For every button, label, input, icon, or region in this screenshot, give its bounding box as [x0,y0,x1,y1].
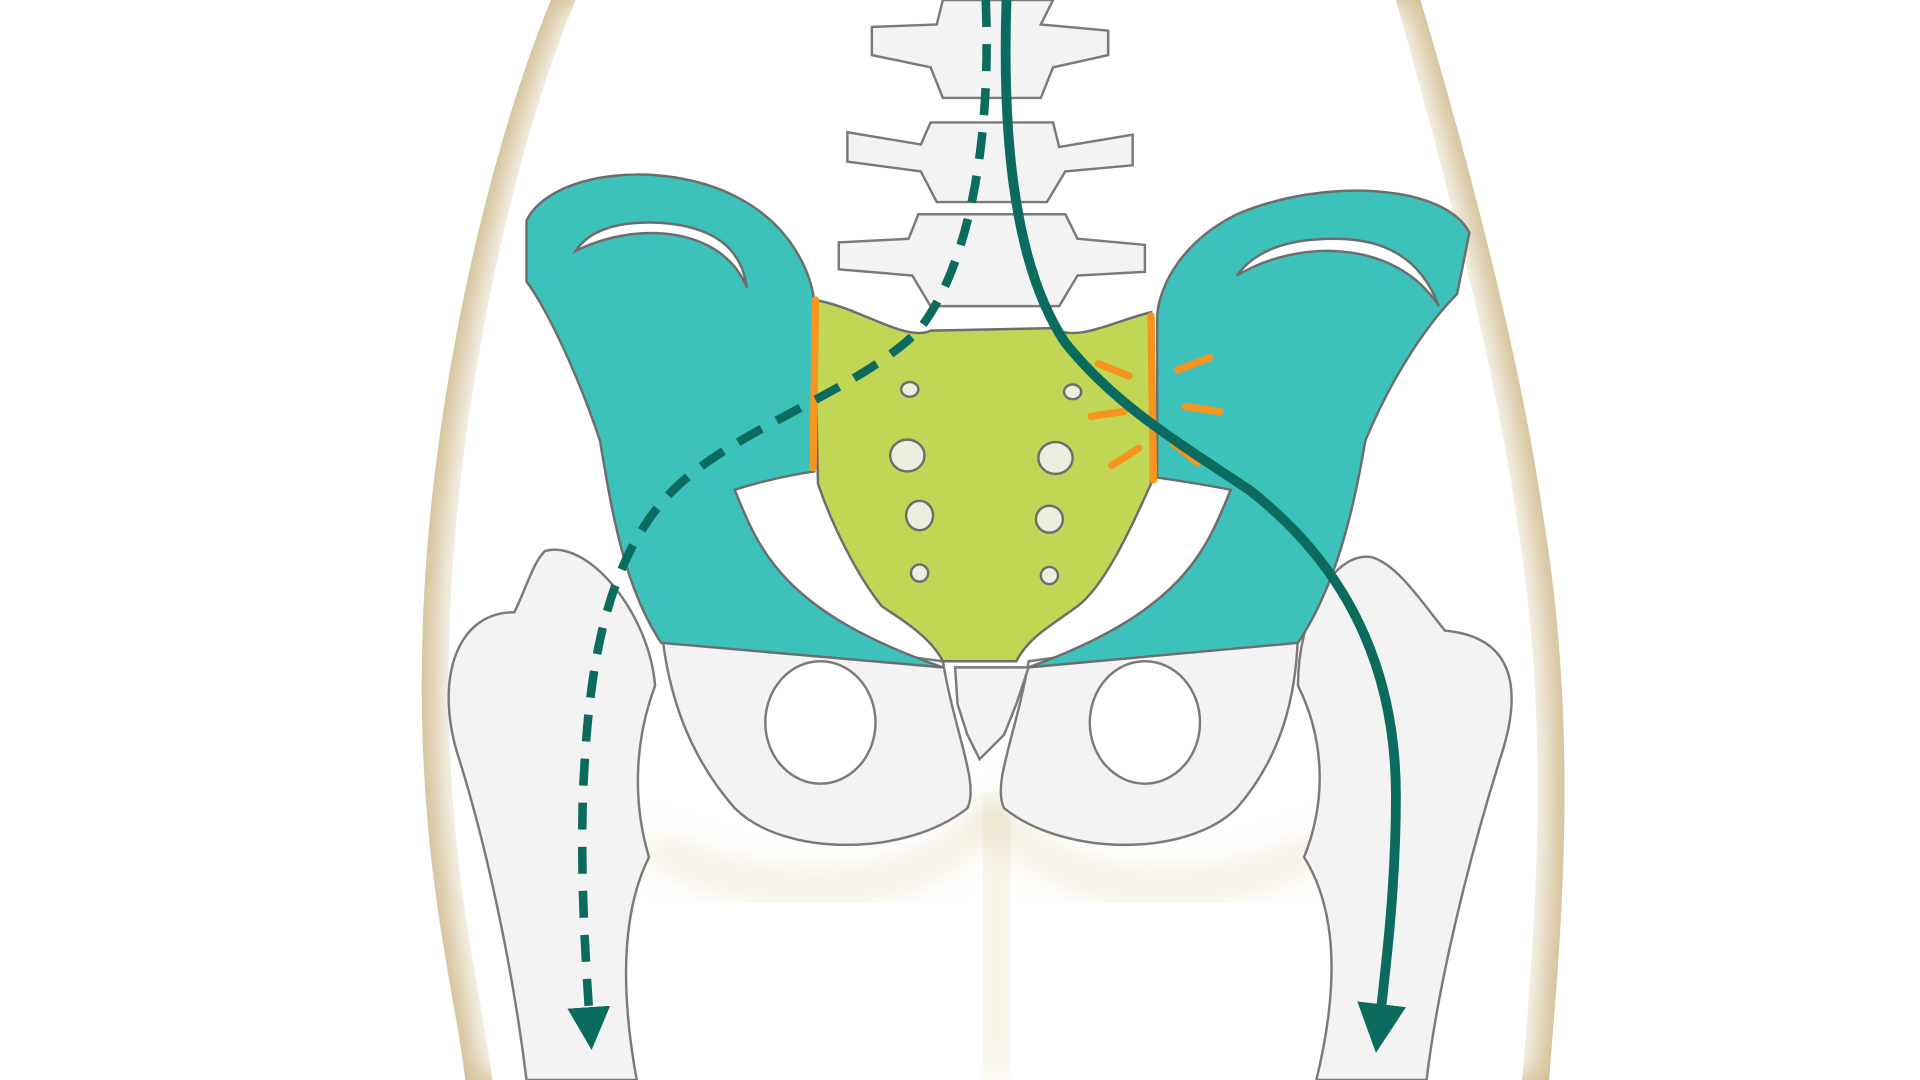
si-joint-highlight [809,296,1224,484]
dashed-referral-path [567,0,991,1050]
lumbar-spine [837,0,1147,308]
sacral-foramina [888,380,1083,586]
lower-pelvis [659,623,1300,846]
femurs [447,548,1513,1080]
sacrum [813,298,1153,663]
solid-referral-path [1000,0,1406,1053]
coccyx [953,666,1031,762]
